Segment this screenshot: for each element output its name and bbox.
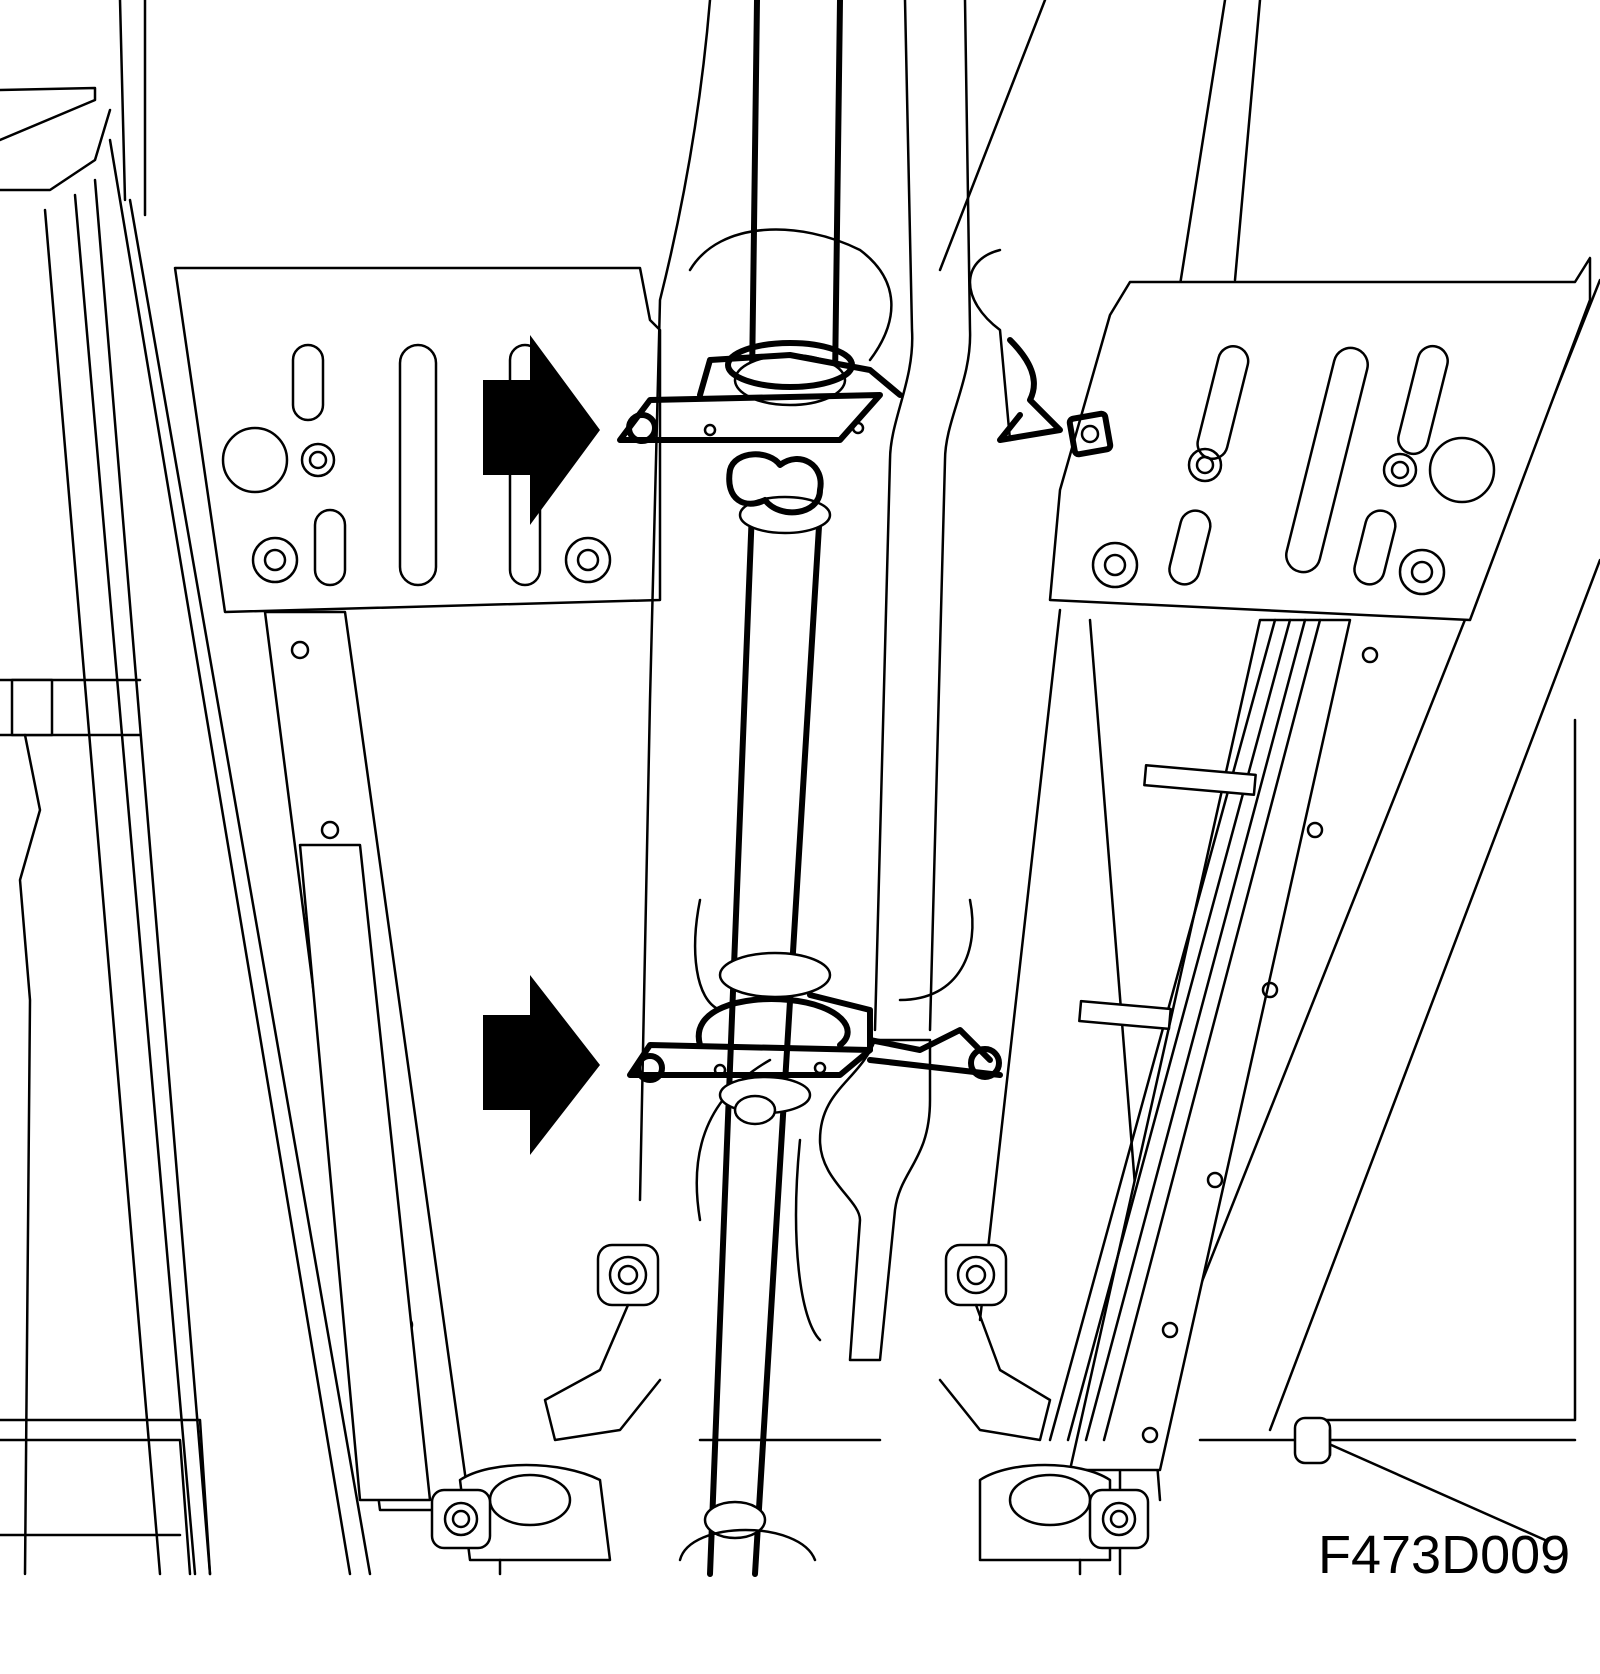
figure-code-label: F473D009: [1318, 1525, 1571, 1585]
lower-clamp: [627, 992, 1003, 1126]
exhaust-pipe: [794, 0, 972, 1362]
left-side-structure: [0, 0, 372, 1576]
right-mounting-plate: [1048, 256, 1592, 622]
rear-suspension-mounts: [430, 1243, 1150, 1576]
center-tunnel: [638, 0, 1012, 1222]
lower-clamp-arrow: [483, 975, 600, 1155]
upper-clamp: [617, 337, 1114, 516]
side-rails: [263, 610, 1379, 1512]
upper-clamp-arrow: [483, 335, 600, 525]
right-side-structure: [938, 0, 1600, 1576]
